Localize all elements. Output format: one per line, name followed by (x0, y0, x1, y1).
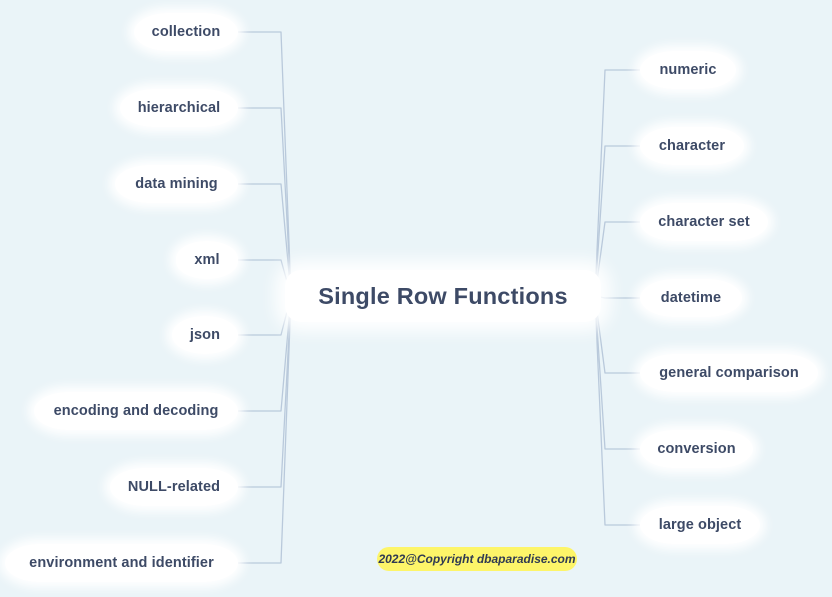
branch-node-label: encoding and decoding (53, 403, 219, 419)
branch-node-label: numeric (659, 62, 717, 78)
connector-conversion (594, 295, 641, 450)
connector-hierarchical (237, 107, 292, 297)
branch-node-label: general comparison (659, 365, 799, 381)
branch-node-xml[interactable]: xml (176, 241, 238, 279)
connector-general-comparison (594, 295, 641, 374)
branch-node-numeric[interactable]: numeric (640, 51, 736, 89)
branch-node-label: datetime (660, 290, 722, 306)
branch-node-character-set[interactable]: character set (640, 203, 768, 241)
connector-data-mining (237, 183, 292, 297)
branch-node-data-mining[interactable]: data mining (115, 165, 238, 203)
branch-node-conversion[interactable]: conversion (640, 430, 753, 468)
branch-node-encoding-and-decoding[interactable]: encoding and decoding (34, 392, 238, 430)
branch-node-hierarchical[interactable]: hierarchical (120, 89, 238, 127)
connector-large-object (594, 295, 641, 526)
branch-node-label: json (189, 327, 221, 343)
branch-node-null-related[interactable]: NULL-related (110, 468, 238, 506)
branch-node-label: character set (658, 214, 750, 230)
branch-node-label: data mining (135, 176, 218, 192)
connector-null-related (237, 295, 292, 488)
branch-node-collection[interactable]: collection (134, 13, 238, 51)
branch-node-environment-and-identifier[interactable]: environment and identifier (5, 544, 238, 582)
connector-collection (237, 31, 292, 297)
connector-encoding-and-decoding (237, 295, 292, 412)
connector-environment-and-identifier (237, 295, 292, 564)
branch-node-label: character (658, 138, 726, 154)
connector-character (594, 145, 641, 297)
copyright-badge: 2022@Copyright dbaparadise.com (377, 547, 577, 571)
connector-json (237, 295, 292, 336)
branch-node-label: environment and identifier (29, 555, 214, 571)
branch-node-label: conversion (657, 441, 736, 457)
connector-numeric (594, 69, 641, 297)
branch-node-datetime[interactable]: datetime (640, 279, 742, 317)
branch-node-label: hierarchical (137, 100, 221, 116)
branch-node-character[interactable]: character (640, 127, 744, 165)
branch-node-label: large object (658, 517, 742, 533)
branch-node-large-object[interactable]: large object (640, 506, 760, 544)
center-node[interactable]: Single Row Functions (285, 270, 601, 322)
branch-node-json[interactable]: json (172, 316, 238, 354)
connector-xml (237, 259, 292, 297)
branch-node-label: NULL-related (127, 479, 221, 495)
connector-datetime (594, 295, 641, 299)
branch-node-label: collection (151, 24, 221, 40)
branch-node-general-comparison[interactable]: general comparison (640, 354, 818, 392)
connector-character-set (594, 221, 641, 297)
branch-node-label: xml (194, 252, 220, 268)
